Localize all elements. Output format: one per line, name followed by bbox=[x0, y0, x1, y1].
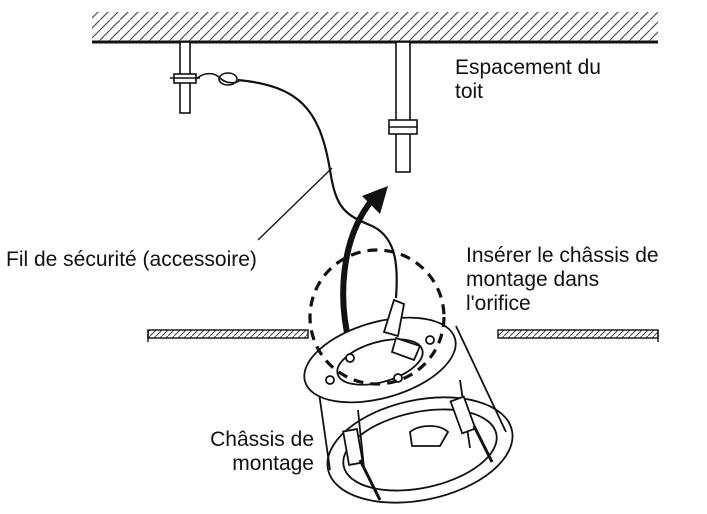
mounting-frame-label: Châssis de montage bbox=[192, 428, 314, 476]
safety-wire-label: Fil de sécurité (accessoire) bbox=[6, 248, 257, 271]
mounting-frame-label-line-2: montage bbox=[232, 452, 314, 475]
roof-slab bbox=[92, 12, 658, 44]
insert-instruction-line-3: l'orifice bbox=[466, 292, 531, 315]
insert-arrow bbox=[340, 186, 388, 347]
ceiling-board bbox=[147, 329, 659, 342]
safety-wire-leader bbox=[257, 167, 333, 241]
roof-space-label-line-2: toit bbox=[455, 80, 484, 103]
mounting-frame bbox=[303, 298, 514, 504]
anchor-bolt-left bbox=[170, 41, 241, 114]
detail-highlight-circle bbox=[308, 248, 446, 386]
roof-space-label-line-1: Espacement du bbox=[455, 56, 601, 79]
roof-space-label: Espacement du toit bbox=[455, 56, 601, 104]
insert-instruction-label: Insérer le châssis de montage dans l'ori… bbox=[466, 244, 659, 316]
insert-instruction-line-1: Insérer le châssis de bbox=[466, 244, 659, 267]
anchor-bolt-right bbox=[388, 41, 418, 173]
mounting-frame-label-line-1: Châssis de bbox=[210, 428, 314, 451]
safety-wire bbox=[237, 78, 398, 299]
insert-instruction-line-2: montage dans bbox=[466, 268, 600, 291]
